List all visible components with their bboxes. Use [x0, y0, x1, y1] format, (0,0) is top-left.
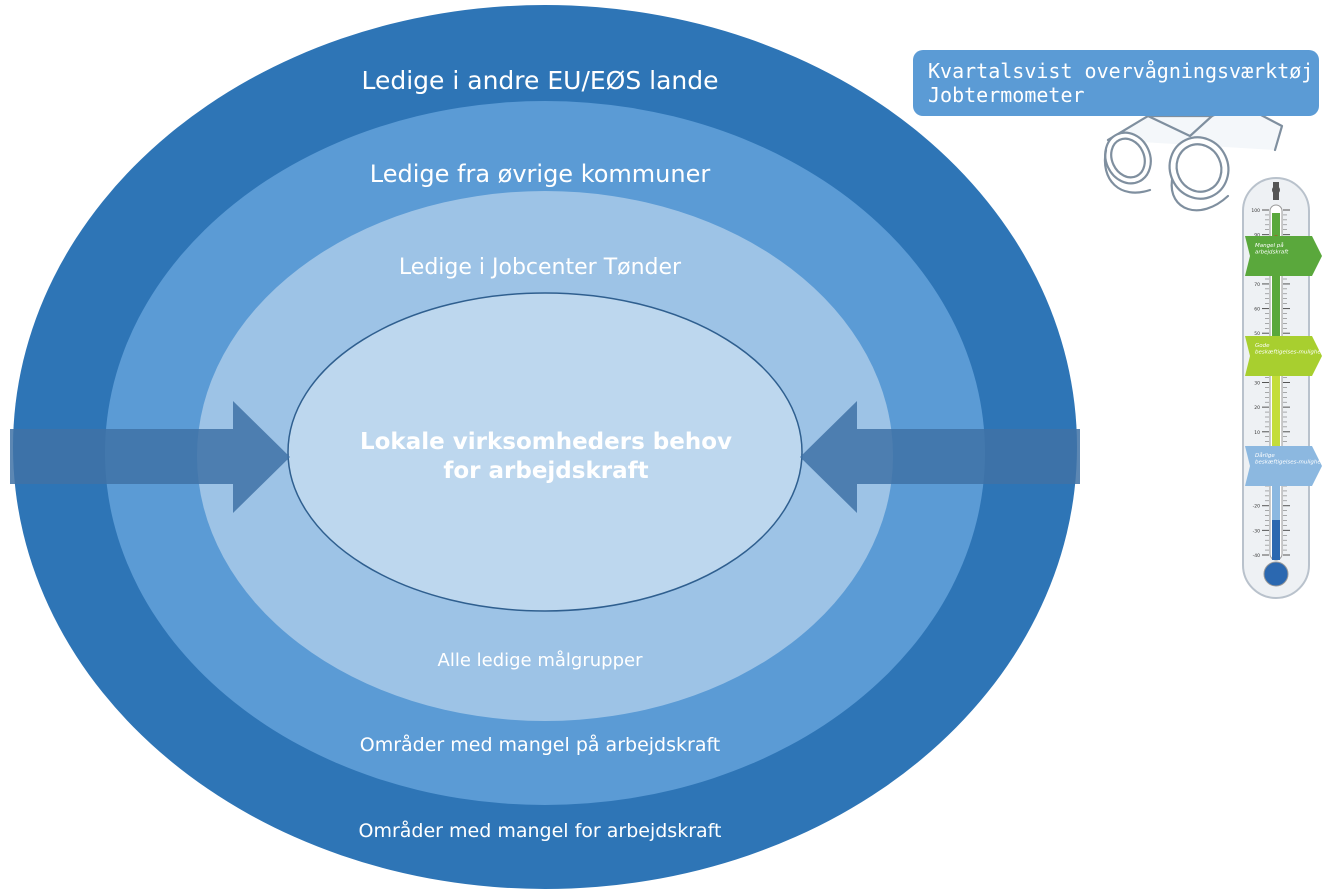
zone-flag — [1245, 446, 1322, 486]
zone-flag — [1245, 236, 1322, 276]
center-ellipse — [287, 292, 803, 612]
ring-label-eu: Ledige i andre EU/EØS lande — [361, 66, 719, 95]
thermometer-tick-label: 20 — [1254, 405, 1260, 411]
tube-green — [1272, 213, 1280, 340]
monitor-box: Kvartalsvist overvågningsværktøj Jobterm… — [913, 50, 1319, 116]
thermometer-tick-label: 10 — [1254, 430, 1260, 436]
thermometer-tick-label: -40 — [1253, 553, 1260, 559]
thermometer-tick-label: 30 — [1254, 381, 1260, 387]
thermometer-tick-label: -30 — [1253, 528, 1260, 534]
zone-label: Mangel på — [1255, 242, 1284, 249]
thermometer-tick-label: 90 — [1254, 233, 1260, 239]
label-alle-ledige: Alle ledige målgrupper — [437, 650, 643, 671]
zone-label: Dårlige — [1255, 452, 1275, 459]
thermometer-tick-label: 60 — [1254, 307, 1260, 313]
thermometer-hook-stem — [1273, 182, 1279, 200]
monitor-title: Kvartalsvist overvågningsværktøj — [928, 59, 1314, 83]
zone-label: beskæftigelses-muligheder — [1255, 350, 1322, 356]
arrow-right-icon — [10, 401, 290, 513]
ring-label-kommuner: Ledige fra øvrige kommuner — [369, 160, 711, 188]
tube-lime — [1272, 340, 1280, 450]
monitor-subtitle: Jobtermometer — [928, 83, 1085, 107]
thermometer-bulb — [1263, 561, 1289, 587]
zone-flag — [1245, 336, 1322, 376]
thermometer-tick-label: 50 — [1254, 331, 1260, 337]
zone-label: Gode — [1255, 343, 1270, 349]
label-mangel-paa: Områder med mangel på arbejdskraft — [359, 734, 721, 756]
binoculars-icon — [1103, 102, 1284, 212]
ring-label-tonder: Ledige i Jobcenter Tønder — [398, 255, 682, 280]
zone-label: arbejdskraft — [1255, 250, 1289, 256]
thermometer-tick-label: 70 — [1254, 282, 1260, 288]
thermometer-tick-label: -20 — [1253, 504, 1260, 510]
label-mangel-for: Områder med mangel for arbejdskraft — [358, 820, 722, 842]
arrow-left-icon — [800, 401, 1080, 513]
zone-label: beskæftigelses-muligheder — [1255, 460, 1322, 466]
thermometer-tick-label: 100 — [1251, 208, 1260, 214]
thermometer-icon: 1009080706050403020100-10-20-30-40Mangel… — [1242, 177, 1322, 599]
tube-blue — [1272, 520, 1280, 560]
center-label: Lokale virksomheders behov for arbejdskr… — [359, 429, 733, 484]
